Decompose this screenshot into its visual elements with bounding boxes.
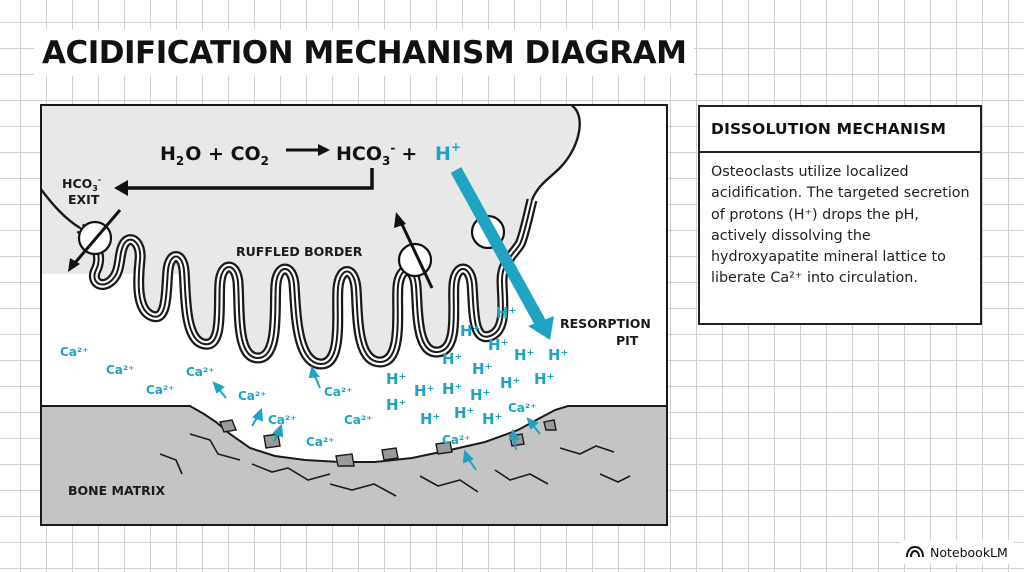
- proton-ion: H⁺: [442, 380, 462, 398]
- proton-ion: H⁺: [442, 350, 462, 368]
- calcium-ion: Ca²⁺: [268, 413, 297, 427]
- panel-heading: DISSOLUTION MECHANISM: [700, 107, 980, 153]
- proton-ion: H⁺: [414, 382, 434, 400]
- osteoclast-membrane-edge: [530, 104, 581, 201]
- ruffled-border-label: RUFFLED BORDER: [236, 244, 363, 259]
- page-title: ACIDIFICATION MECHANISM DIAGRAM: [42, 35, 687, 71]
- bone-matrix-label: BONE MATRIX: [68, 483, 165, 498]
- proton-ions: H⁺ H⁺ H⁺ H⁺ H⁺ H⁺ H⁺ H⁺ H⁺ H⁺ H⁺ H⁺ H⁺ H…: [386, 304, 568, 428]
- bone-fragments: [219, 419, 557, 467]
- calcium-ion: Ca²⁺: [60, 345, 89, 359]
- calcium-ion: Ca²⁺: [186, 365, 215, 379]
- proton-ion: H⁺: [470, 386, 490, 404]
- notebooklm-logo-icon: [906, 545, 924, 558]
- proton-ion: H⁺: [496, 304, 516, 322]
- panel-heading-text: DISSOLUTION MECHANISM: [711, 120, 947, 138]
- bicarbonate-exit-arrow: [126, 168, 374, 190]
- ruffled-border-membrane: [76, 198, 538, 370]
- proton-ion: H⁺: [514, 346, 534, 364]
- calcium-ion: Ca²⁺: [344, 413, 373, 427]
- calcium-ion: Ca²⁺: [508, 401, 537, 415]
- diagram-frame: [40, 104, 668, 526]
- hco3-exit-label: HCO3-: [62, 175, 101, 193]
- proton-ion: H⁺: [500, 374, 520, 392]
- panel-body-text: Osteoclasts utilize localized acidificat…: [711, 164, 970, 287]
- proton-ion: H⁺: [386, 370, 406, 388]
- proton-ion: H⁺: [420, 410, 440, 428]
- proton-ion: H⁺: [472, 360, 492, 378]
- acidification-diagram: H2O + CO2 HCO3-+ H+ HCO3- EXIT: [40, 104, 668, 526]
- proton-secretion-arrow: [450, 167, 554, 340]
- svg-text:H2O + CO2: H2O + CO2: [160, 143, 269, 168]
- exit-label: EXIT: [68, 192, 100, 207]
- svg-text:H+: H+: [435, 140, 461, 165]
- calcium-ion: Ca²⁺: [146, 383, 175, 397]
- proton-ion: H⁺: [386, 396, 406, 414]
- calcium-ions: Ca²⁺ Ca²⁺ Ca²⁺ Ca²⁺ Ca²⁺ Ca²⁺ Ca²⁺ Ca²⁺ …: [60, 345, 537, 449]
- notebooklm-badge: NotebookLM: [900, 540, 1014, 564]
- transporter-channel-left: [68, 209, 122, 272]
- calcium-ion: Ca²⁺: [306, 435, 335, 449]
- calcium-ion: Ca²⁺: [324, 385, 353, 399]
- transporter-channel-middle: [394, 212, 434, 289]
- proton-ion: H⁺: [482, 410, 502, 428]
- proton-ion: H⁺: [460, 322, 480, 340]
- calcium-release-arrows: [212, 365, 541, 471]
- proton-ion: H⁺: [534, 370, 554, 388]
- pit-label: PIT: [616, 333, 639, 348]
- dissolution-mechanism-panel: DISSOLUTION MECHANISM Osteoclasts utiliz…: [698, 105, 982, 325]
- proton-ion: H⁺: [488, 336, 508, 354]
- brand-name: NotebookLM: [930, 544, 1008, 560]
- bone-cracks: [159, 433, 631, 497]
- reaction-equation: H2O + CO2 HCO3-+ H+: [160, 140, 461, 168]
- calcium-ion: Ca²⁺: [442, 433, 471, 447]
- proton-ion: H⁺: [548, 346, 568, 364]
- svg-text:HCO3-+: HCO3-+: [336, 141, 417, 168]
- resorption-label: RESORPTION: [560, 316, 651, 331]
- title-bar: ACIDIFICATION MECHANISM DIAGRAM: [34, 30, 695, 76]
- calcium-ion: Ca²⁺: [238, 389, 267, 403]
- proton-ion: H⁺: [454, 404, 474, 422]
- calcium-ion: Ca²⁺: [106, 363, 135, 377]
